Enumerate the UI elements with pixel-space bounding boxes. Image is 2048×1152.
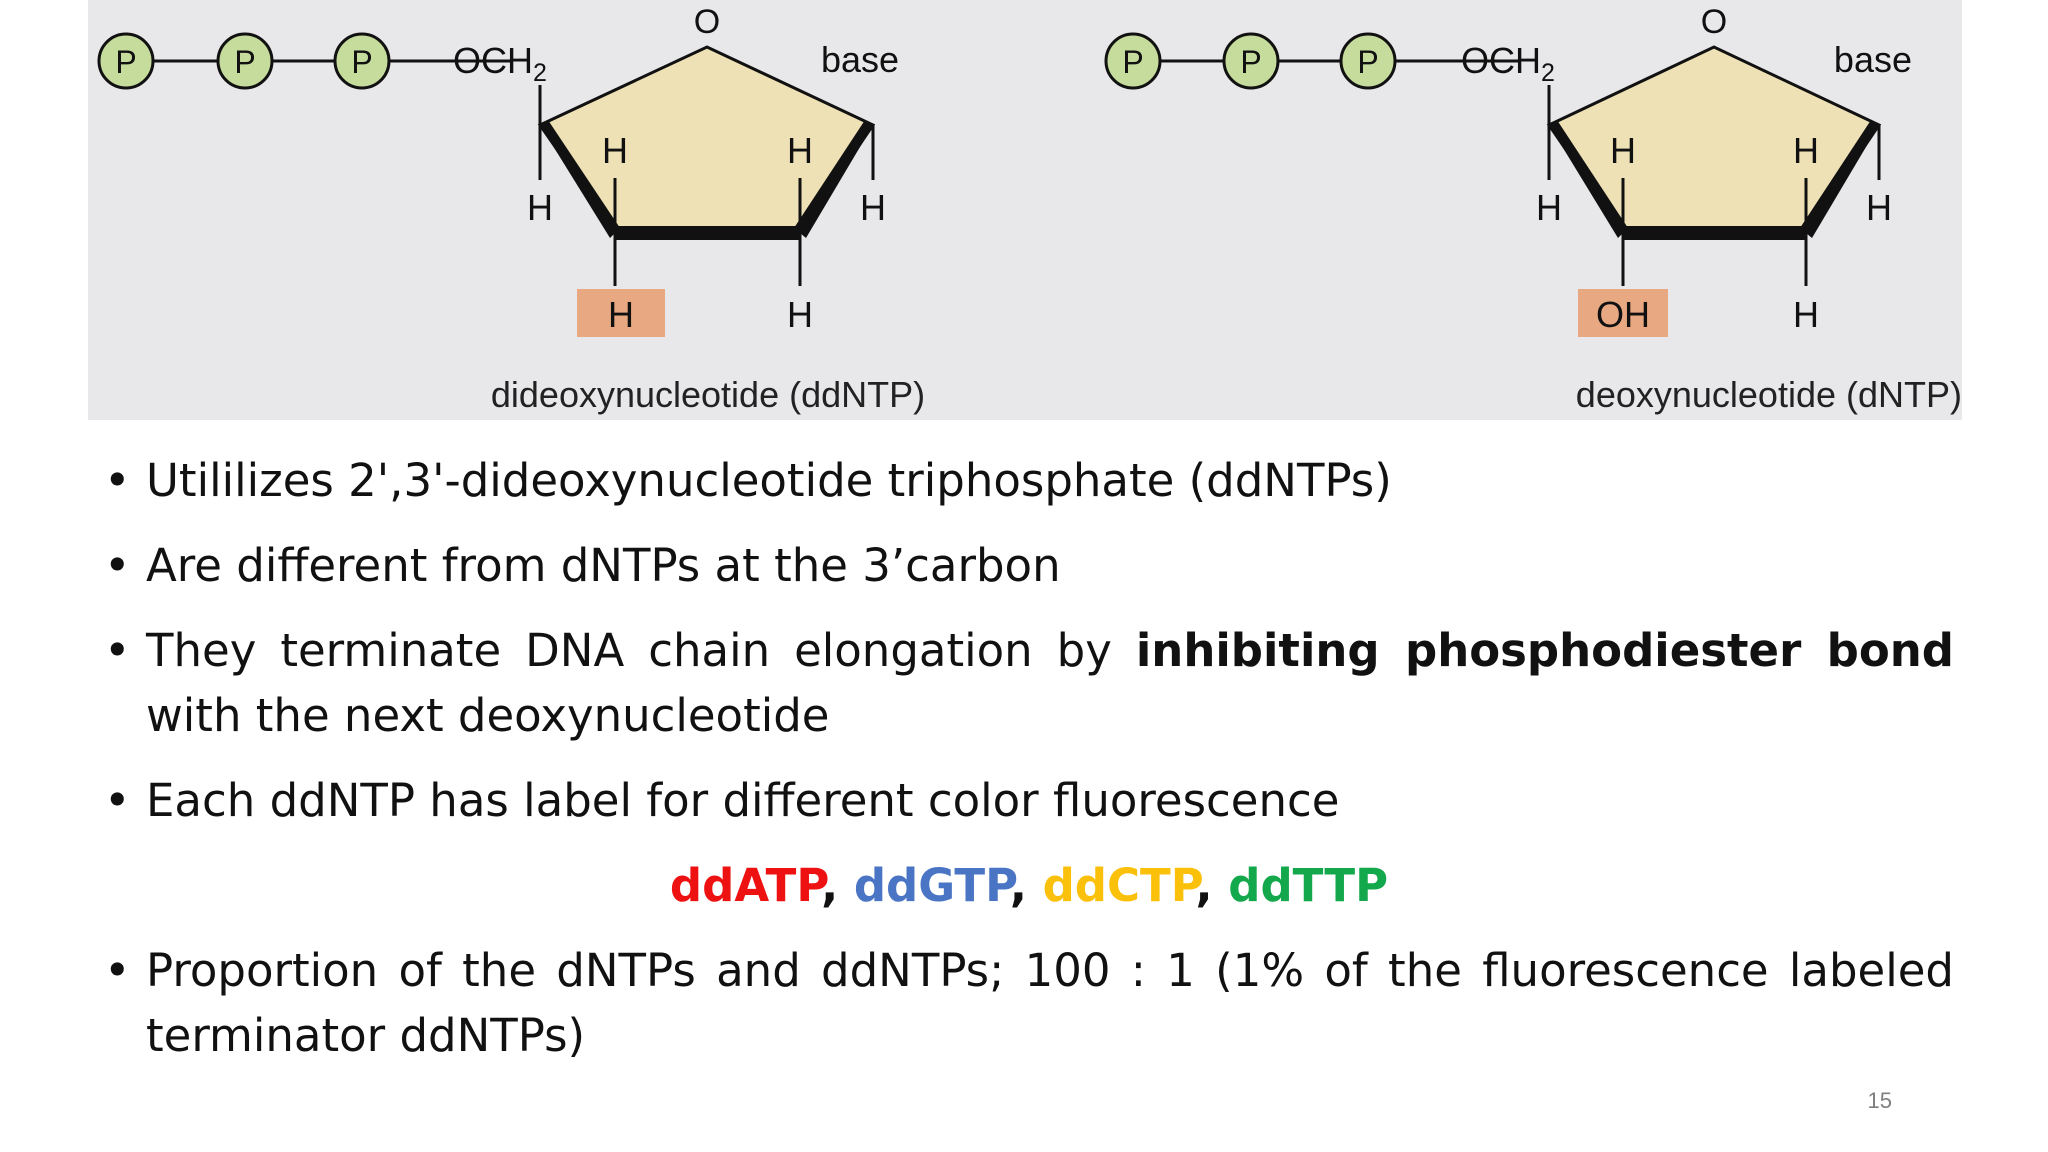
- separator: ,: [1009, 859, 1043, 912]
- bullet-dot-icon: •: [104, 454, 131, 507]
- h-label: H: [1610, 130, 1636, 171]
- base-label: base: [821, 39, 899, 80]
- phosphate-group-3: P: [1339, 32, 1397, 90]
- 3-prime-h-label: H: [608, 294, 634, 335]
- 2-prime-h-label: H: [787, 294, 813, 335]
- h-label: H: [527, 187, 553, 228]
- 3-prime-oh-label: OH: [1596, 294, 1650, 335]
- phosphate-label: P: [1240, 44, 1261, 80]
- bullet-item: • Proportion of the dNTPs and ddNTPs; 10…: [104, 938, 1954, 1068]
- base-label: base: [1834, 39, 1912, 80]
- bullet-dot-icon: •: [104, 624, 131, 677]
- bullet-text: They terminate DNA chain elongation by: [146, 624, 1136, 677]
- bullet-text: Are different from dNTPs at the 3’carbon: [146, 539, 1061, 592]
- phosphate-group-1: P: [97, 32, 155, 90]
- phosphate-group-3: P: [333, 32, 391, 90]
- slide-number: 15: [1867, 1088, 1892, 1113]
- separator: ,: [1195, 859, 1229, 912]
- ring-oxygen-label: O: [1701, 3, 1727, 41]
- bullet-text: Utililizes 2',3'-dideoxynucleotide triph…: [146, 454, 1392, 507]
- 2-prime-h-label: H: [1793, 294, 1819, 335]
- phosphate-group-1: P: [1104, 32, 1162, 90]
- bullet-item: • Utililizes 2',3'-dideoxynucleotide tri…: [104, 448, 1954, 513]
- bullet-item: • Each ddNTP has label for different col…: [104, 768, 1954, 833]
- phosphate-label: P: [115, 44, 136, 80]
- bullet-list: • Utililizes 2',3'-dideoxynucleotide tri…: [104, 448, 1954, 1088]
- och2-label: OCH2: [1461, 40, 1555, 87]
- ddntp-caption: dideoxynucleotide (ddNTP): [491, 374, 925, 415]
- phosphate-label: P: [1357, 44, 1378, 80]
- ddttp-label: ddTTP: [1228, 859, 1389, 912]
- h-label: H: [787, 130, 813, 171]
- nucleotide-structure-figure: P P P OCH2 O base: [88, 0, 1962, 420]
- phosphate-group-2: P: [1222, 32, 1280, 90]
- phosphate-label: P: [234, 44, 255, 80]
- 3-prime-highlight: [577, 289, 665, 337]
- bullet-item: • Are different from dNTPs at the 3’carb…: [104, 533, 1954, 598]
- h-label: H: [1536, 187, 1562, 228]
- 3-prime-highlight: [1578, 289, 1668, 337]
- separator: ,: [821, 859, 854, 912]
- ddgtp-label: ddGTP: [853, 859, 1010, 912]
- h-label: H: [1866, 187, 1892, 228]
- bullet-text: with the next deoxynucleotide: [146, 689, 830, 742]
- phosphate-label: P: [351, 44, 372, 80]
- ring-oxygen-label: O: [694, 3, 720, 41]
- ddatp-label: ddATP: [669, 859, 822, 912]
- bullet-text: Each ddNTP has label for different color…: [146, 774, 1340, 827]
- h-label: H: [1793, 130, 1819, 171]
- ddntp-color-line: ddATP, ddGTP, ddCTP, ddTTP: [104, 853, 1954, 918]
- phosphate-group-2: P: [216, 32, 274, 90]
- bullet-dot-icon: •: [104, 944, 131, 997]
- bullet-bold-text: inhibiting phosphodiester bond: [1135, 624, 1954, 677]
- dntp-structure: P P P OCH2 O base H H: [1104, 3, 1962, 415]
- bullet-dot-icon: •: [104, 774, 131, 827]
- och2-label: OCH2: [453, 40, 547, 87]
- bullet-dot-icon: •: [104, 539, 131, 592]
- h-label: H: [602, 130, 628, 171]
- ddctp-label: ddCTP: [1042, 859, 1196, 912]
- bullet-text: Proportion of the dNTPs and ddNTPs; 100 …: [146, 944, 1954, 1062]
- h-label: H: [860, 187, 886, 228]
- ddntp-structure: P P P OCH2 O base: [97, 3, 925, 415]
- bullet-item: • They terminate DNA chain elongation by…: [104, 618, 1954, 748]
- dntp-caption: deoxynucleotide (dNTP): [1576, 374, 1962, 415]
- phosphate-label: P: [1122, 44, 1143, 80]
